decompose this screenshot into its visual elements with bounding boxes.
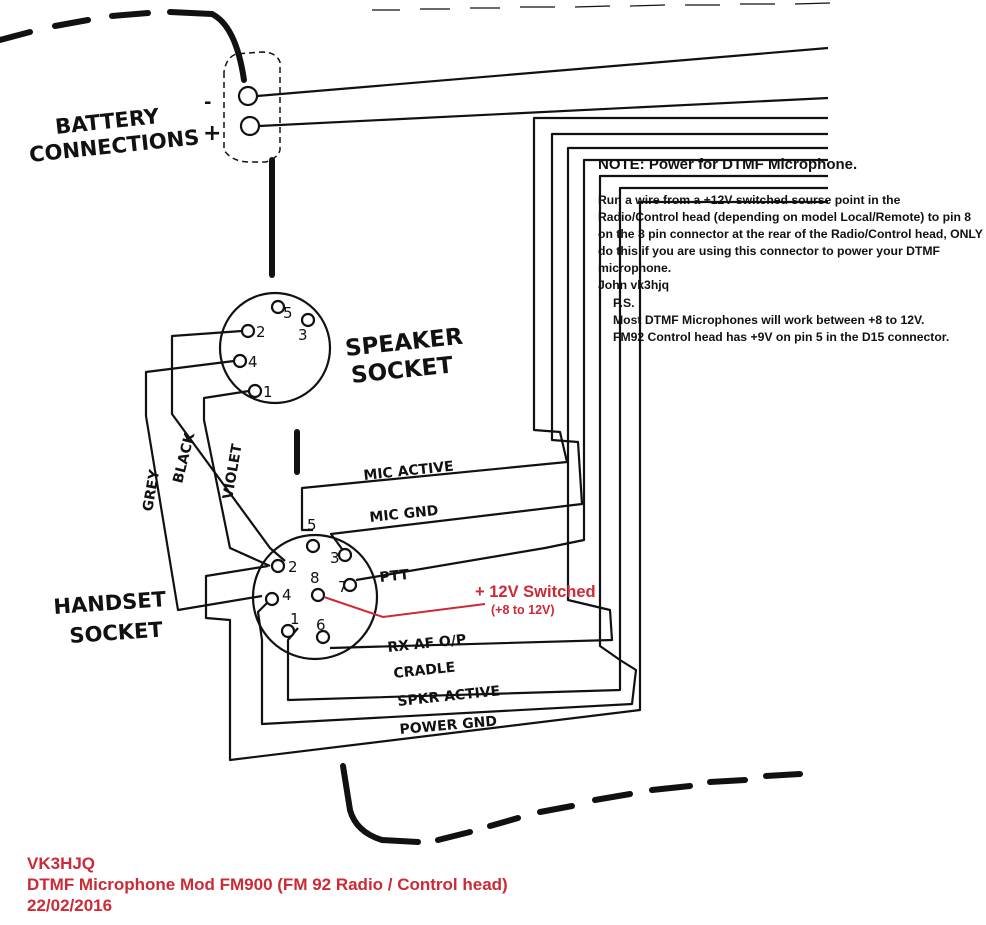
handset-pin-1-label: 1 [290,610,300,628]
footer: VK3HJQ DTMF Microphone Mod FM900 (FM 92 … [27,853,508,916]
handset-pin-1 [280,623,296,639]
mic-active-label: MIC ACTIVE [363,459,455,484]
speaker-pin-2-label: 2 [256,323,266,341]
violet-wire-label: VIOLET [220,442,246,500]
speaker-pin-1 [247,383,263,399]
switched-12v-wire [323,596,486,619]
battery-leads [256,46,829,128]
note-body: Run a wire from a +12V switched sourse p… [598,192,983,295]
handset-pin-2-label: 2 [288,558,298,576]
handset-pin-3-label: 3 [330,549,340,567]
handset-label: HANDSET [53,587,168,619]
black-wire-label: BLACK [170,430,198,485]
handset-pin-7-label: 7 [338,578,348,596]
speaker-pin-2 [240,323,256,339]
cable-bundle [204,116,828,762]
speaker-pin-1-label: 1 [263,383,273,401]
handset-pin-4 [264,591,280,607]
ps-line-2: FM92 Control head has +9V on pin 5 in th… [613,330,950,345]
handset-pin-2 [270,558,286,574]
handset-pin-5 [305,538,321,554]
speaker-pin-4 [232,353,248,369]
battery-minus-label: - [204,92,211,113]
handset-pin-8-label: 8 [310,569,320,587]
speaker-socket: 5 2 3 4 1 [218,291,332,405]
battery-plus-label: + [203,121,221,146]
postscript: P.S. Most DTMF Microphones will work bet… [613,295,985,346]
rx-af-label: RX AF O/P [387,632,467,656]
speaker-leads [144,329,286,612]
footer-title: DTMF Microphone Mod FM900 (FM 92 Radio /… [27,875,508,894]
handset-socket-label: SOCKET [69,617,164,647]
speaker-pin-3 [300,312,316,328]
battery-terminal-block [223,51,281,163]
speaker-pin-3-label: 3 [298,326,308,344]
note-title: NOTE: Power for DTMF Microphone. [598,156,858,173]
cradle-label: CRADLE [393,660,456,682]
footer-callsign: VK3HJQ [27,854,96,873]
spkr-active-label: SPKR ACTIVE [397,683,501,710]
handset-pin-3 [337,547,353,563]
note-text: Run a wire from a +12V switched sourse p… [598,193,983,276]
frame-heavy-lines [0,9,803,845]
note-signature: John vk3hjq [598,278,670,293]
handset-pin-6-label: 6 [316,616,326,634]
handset-pin-7 [342,577,358,593]
speaker-pin-5-label: 5 [283,304,293,322]
switched-range-label: (+8 to 12V) [491,603,555,617]
battery-plus-terminal [239,115,261,137]
ps-label: P.S. [613,296,635,310]
battery-minus-terminal [237,85,259,107]
frame-light-lines [372,2,831,11]
footer-date: 22/02/2016 [27,896,113,915]
grey-wire-label: GREY [140,468,163,513]
ptt-label: PTT [379,567,411,586]
handset-pin-6 [315,629,331,645]
speaker-pin-4-label: 4 [248,353,258,371]
speaker-pin-5 [270,299,286,315]
handset-pin-8 [310,587,326,603]
mic-gnd-label: MIC GND [369,503,439,526]
handset-pin-4-label: 4 [282,586,292,604]
handset-pin-5-label: 5 [307,516,317,534]
ps-line-1: Most DTMF Microphones will work between … [613,313,925,328]
switched-12v-label: + 12V Switched [475,583,596,601]
handset-socket: 5 2 3 8 7 4 1 6 [251,516,379,661]
